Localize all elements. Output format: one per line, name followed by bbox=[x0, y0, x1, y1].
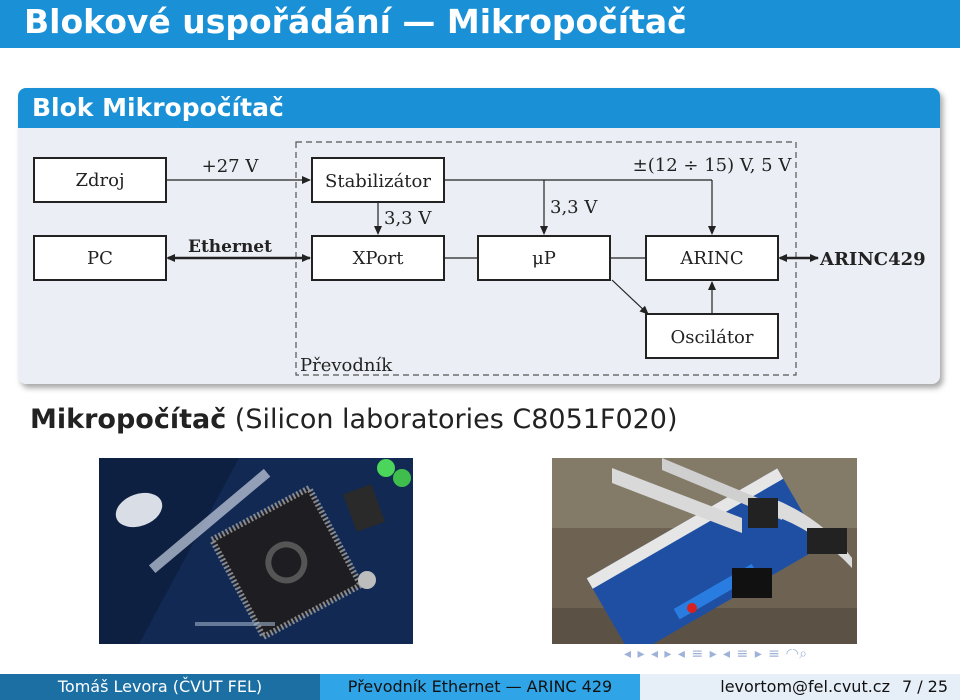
zdroj-box bbox=[33, 157, 167, 203]
footer-email: levortom@fel.cvut.cz bbox=[640, 674, 890, 700]
xport-box bbox=[311, 235, 445, 281]
arinc429-label: ARINC429 bbox=[819, 249, 926, 270]
arinc-label: ARINC bbox=[679, 248, 743, 269]
ethernet-label: Ethernet bbox=[188, 237, 272, 257]
subheading: Mikropočítač (Silicon laboratories C8051… bbox=[30, 402, 678, 438]
zdroj-label: Zdroj bbox=[75, 170, 124, 191]
diagram-block: Blok Mikropočítač bbox=[18, 88, 940, 384]
prevodnik-label: Převodník bbox=[300, 355, 393, 376]
prevodnik-frame bbox=[295, 141, 797, 376]
pc-label: PC bbox=[87, 248, 113, 269]
subheading-rest: (Silicon laboratories C8051F020) bbox=[226, 404, 678, 435]
stabilizator-box bbox=[311, 157, 445, 203]
range-label: ±(12 ÷ 15) V, 5 V bbox=[633, 155, 793, 176]
footer-author: Tomáš Levora (ČVUT FEL) bbox=[0, 674, 320, 700]
up-osc-line bbox=[611, 279, 649, 315]
pc-box bbox=[33, 235, 167, 281]
footer: Tomáš Levora (ČVUT FEL) Převodník Ethern… bbox=[0, 674, 960, 700]
xport-label: XPort bbox=[353, 248, 405, 269]
block-header: Blok Mikropočítač bbox=[18, 88, 940, 128]
footer-page: 7 / 25 bbox=[890, 674, 960, 700]
v33-xport-label: 3,3 V bbox=[384, 208, 432, 229]
slide-title: Blokové uspořádání — Mikropočítač bbox=[24, 2, 687, 41]
footer-talk: Převodník Ethernet — ARINC 429 bbox=[320, 674, 640, 700]
block-diagram: Zdroj PC Stabilizátor XPort μP ARINC Osc… bbox=[33, 141, 926, 376]
photo-board-closeup bbox=[99, 458, 413, 644]
oscilator-box bbox=[645, 313, 779, 359]
slide-title-bar: Blokové uspořádání — Mikropočítač bbox=[0, 0, 960, 48]
block-title: Blok Mikropočítač bbox=[32, 93, 284, 122]
v33-up-label: 3,3 V bbox=[550, 197, 598, 218]
subheading-bold: Mikropočítač bbox=[30, 404, 227, 435]
photo-board-setup bbox=[552, 458, 857, 644]
up-label: μP bbox=[532, 248, 556, 269]
v27-label: +27 V bbox=[202, 156, 260, 177]
stabilizator-label: Stabilizátor bbox=[325, 171, 431, 192]
navigation-icons[interactable]: ◂ ▸ ◂ ▸ ◂ ≡ ▸ ◂ ≡ ▸ ≡ ◜◝⌕ bbox=[624, 646, 809, 662]
oscilator-label: Oscilátor bbox=[671, 327, 754, 348]
